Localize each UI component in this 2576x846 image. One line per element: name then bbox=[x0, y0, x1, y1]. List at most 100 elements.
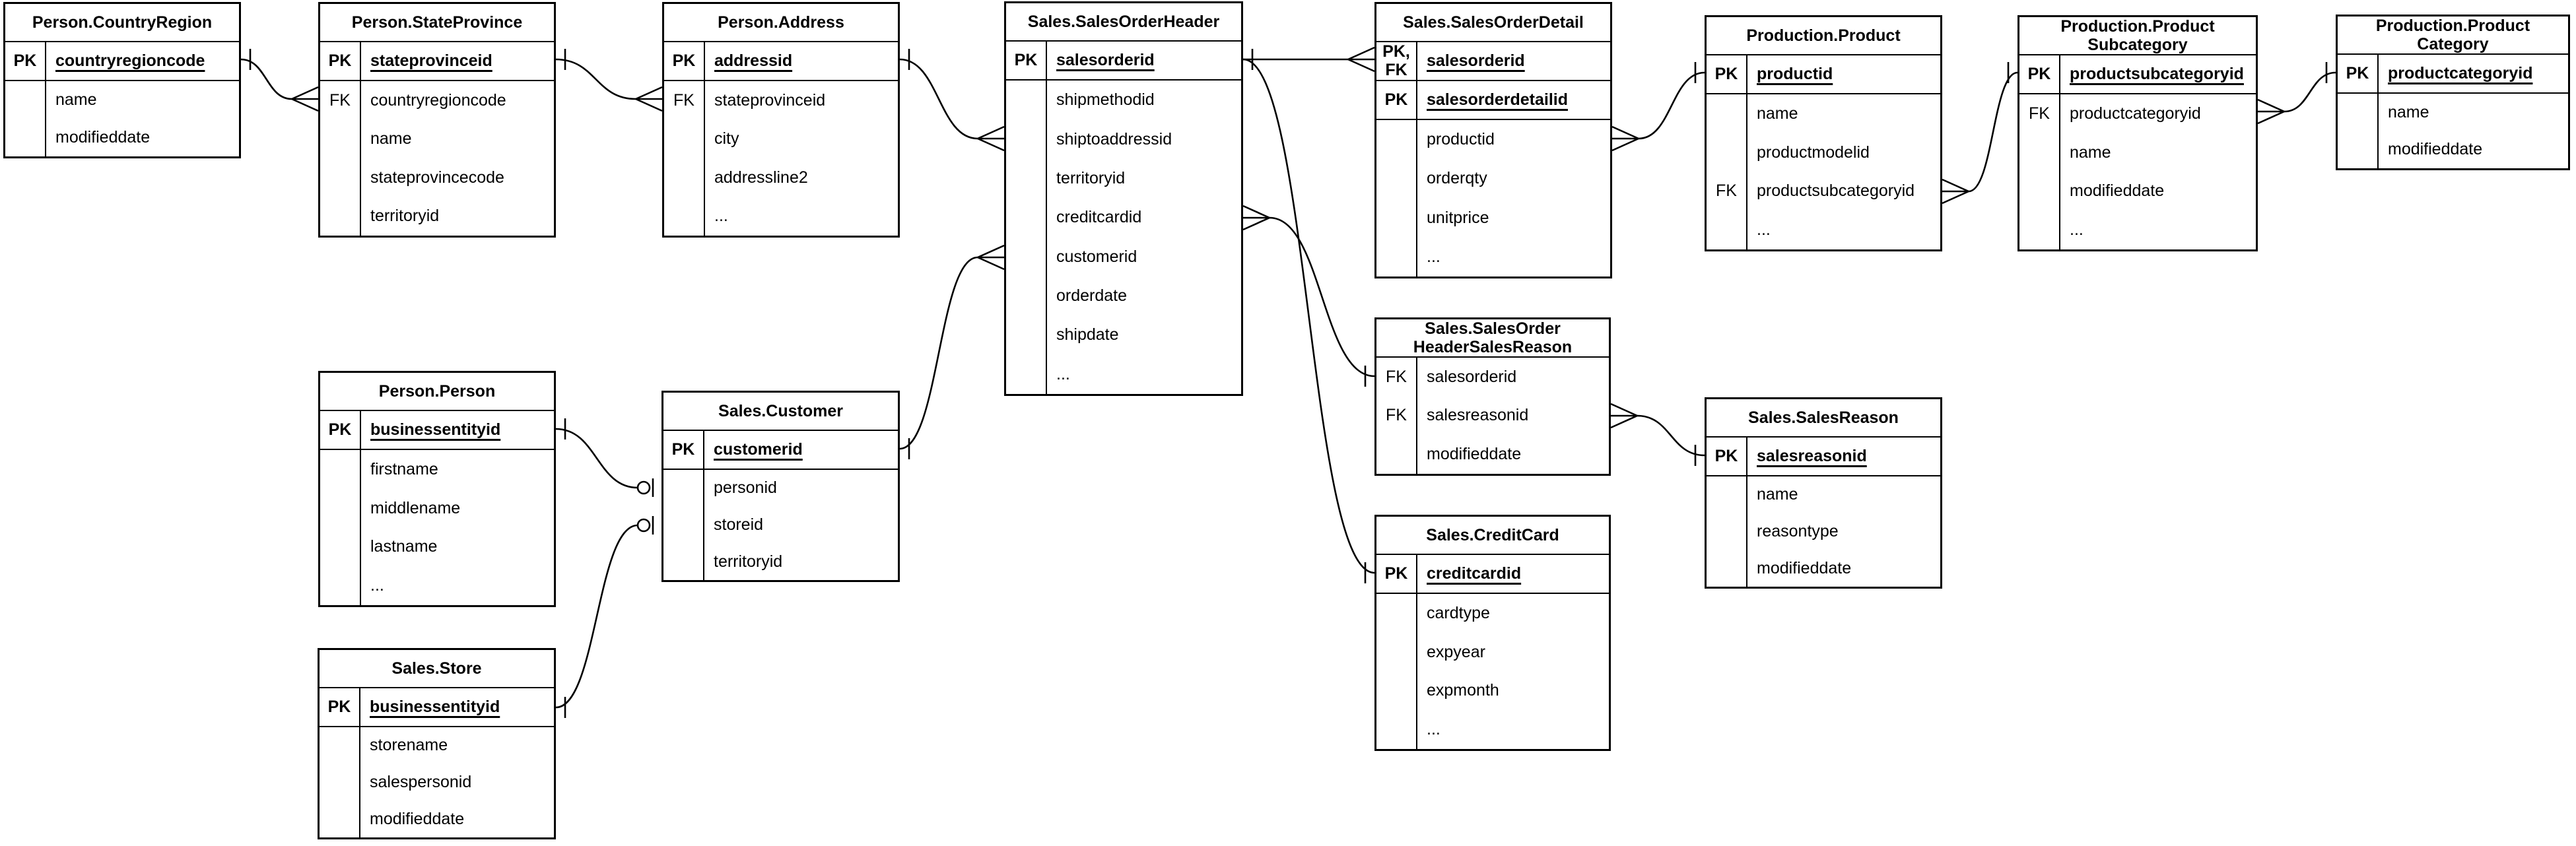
key-column-divider bbox=[704, 42, 705, 236]
column-name: territoryid bbox=[714, 552, 783, 571]
key-column-divider bbox=[1416, 555, 1417, 749]
attribute-row: name bbox=[2338, 103, 2568, 122]
attribute-row: unitprice bbox=[1376, 209, 1610, 228]
column-name: lastname bbox=[370, 537, 438, 556]
relationship-salesorderheader-creditcard[interactable] bbox=[1242, 58, 1375, 583]
relationship-stateprovince-address[interactable] bbox=[555, 49, 663, 112]
column-name: city bbox=[714, 129, 739, 148]
attribute-row: orderdate bbox=[1006, 286, 1241, 306]
key-column-divider bbox=[360, 411, 361, 605]
key-column-divider bbox=[359, 688, 360, 837]
attribute-row: name bbox=[2019, 143, 2256, 162]
relationship-person-customer[interactable] bbox=[555, 418, 654, 497]
relationship-headersalesreason-salesreason[interactable] bbox=[1610, 403, 1705, 466]
key-column-divider bbox=[2059, 55, 2060, 249]
column-name: ... bbox=[2070, 220, 2084, 240]
crow-foot-marker bbox=[1242, 205, 1270, 231]
relationship-product-productsubcategory[interactable] bbox=[1942, 62, 2018, 205]
entity-title: Person.CountryRegion bbox=[5, 4, 239, 42]
key-badge: FK bbox=[673, 90, 695, 110]
attribute-row: modifieddate bbox=[320, 810, 554, 829]
relationship-store-customer[interactable] bbox=[555, 516, 654, 718]
column-name: businessentityid bbox=[370, 698, 500, 716]
column-name: storeid bbox=[714, 515, 764, 534]
attribute-row: personid bbox=[663, 478, 898, 498]
column-name: reasontype bbox=[1757, 521, 1839, 540]
key-badge: PK bbox=[1384, 90, 1408, 109]
entity-title: Sales.SalesOrder HeaderSalesReason bbox=[1376, 319, 1609, 358]
attribute-row: ... bbox=[1006, 365, 1241, 384]
column-name: cardtype bbox=[1427, 603, 1490, 622]
relationship-customer-salesorderheader[interactable] bbox=[899, 244, 1005, 459]
entity-title: Production.Product bbox=[1707, 17, 1940, 55]
crow-foot-marker bbox=[291, 86, 319, 112]
key-badge: PK bbox=[328, 51, 352, 70]
crow-foot-marker bbox=[1347, 46, 1375, 73]
attribute-row: customerid bbox=[1006, 247, 1241, 267]
column-name: stateprovincecode bbox=[370, 168, 504, 187]
column-name: addressline2 bbox=[714, 168, 808, 187]
attribute-row: name bbox=[5, 90, 239, 110]
relationship-salesorderheader-salesorderdetail[interactable] bbox=[1243, 46, 1375, 73]
column-name: territoryid bbox=[370, 207, 440, 226]
crow-foot-marker bbox=[1610, 403, 1638, 429]
attribute-row: ... bbox=[2019, 220, 2256, 240]
attribute-row: salespersonid bbox=[320, 773, 554, 792]
key-column-divider bbox=[1746, 55, 1747, 249]
relationship-countryregion-stateprovince[interactable] bbox=[240, 49, 319, 112]
column-name: customerid bbox=[1056, 247, 1137, 266]
attribute-row: expyear bbox=[1376, 643, 1609, 662]
crow-foot-marker bbox=[2257, 98, 2285, 125]
attribute-row: productid bbox=[1376, 130, 1610, 149]
entity-title: Sales.CreditCard bbox=[1376, 517, 1609, 555]
attribute-row: territoryid bbox=[663, 552, 898, 571]
column-name: middlename bbox=[370, 498, 461, 517]
column-name: salesorderid bbox=[1427, 367, 1517, 386]
column-name: productcategoryid bbox=[2388, 64, 2533, 82]
relationship-line bbox=[1637, 414, 1705, 457]
relationship-salesorderdetail-product[interactable] bbox=[1611, 62, 1705, 152]
key-column-divider bbox=[2377, 55, 2379, 168]
relationship-address-salesorderheader[interactable] bbox=[899, 49, 1005, 152]
relationship-productsubcategory-productcategory[interactable] bbox=[2257, 62, 2336, 125]
column-name: modifieddate bbox=[2388, 140, 2483, 159]
column-name: creditcardid bbox=[1427, 564, 1522, 583]
relationship-line bbox=[1242, 58, 1375, 574]
column-name: name bbox=[55, 90, 97, 109]
attribute-row: productmodelid bbox=[1707, 143, 1940, 162]
key-badge: PK bbox=[1714, 64, 1738, 83]
key-column-divider bbox=[1746, 438, 1747, 587]
attribute-row: firstname bbox=[320, 460, 554, 479]
relationship-line bbox=[1968, 71, 2018, 193]
zero-circle-marker bbox=[636, 518, 651, 533]
relationship-line bbox=[1638, 71, 1705, 140]
attribute-row: orderqty bbox=[1376, 169, 1610, 188]
column-name: shipmethodid bbox=[1056, 90, 1155, 110]
relationship-salesorderheader-headersalesreason[interactable] bbox=[1242, 205, 1375, 387]
key-badge: PK bbox=[2027, 64, 2051, 83]
